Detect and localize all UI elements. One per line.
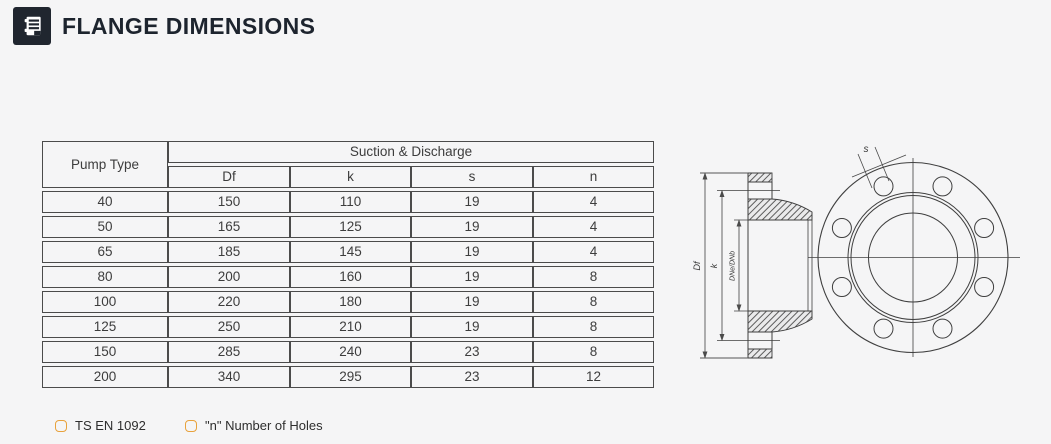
page-header: FLANGE DIMENSIONS	[13, 7, 315, 45]
cell-df: 150	[168, 191, 290, 213]
cell-s: 19	[411, 191, 533, 213]
flange-front-view	[808, 146, 1020, 357]
cell-s: 19	[411, 241, 533, 263]
table-row: 150 285 240 23 8	[42, 341, 654, 363]
catalog-icon	[13, 7, 51, 45]
cell-k: 180	[290, 291, 411, 313]
raised-face-outer-circle	[847, 192, 979, 323]
column-header-k: k	[290, 166, 411, 188]
cell-df: 200	[168, 266, 290, 288]
flange-outer-circle	[817, 161, 1009, 354]
dimension-label-bore: DNe/DNb	[730, 251, 737, 281]
table-header-row-2: Df k s n	[42, 166, 654, 188]
table-row: 100 220 180 19 8	[42, 291, 654, 313]
cell-s: 19	[411, 316, 533, 338]
bore-circle	[868, 212, 958, 303]
cell-pump-type: 80	[42, 266, 168, 288]
dimension-label-k: k	[709, 263, 719, 268]
cell-n: 12	[533, 366, 654, 388]
cell-pump-type: 100	[42, 291, 168, 313]
cell-s: 19	[411, 266, 533, 288]
cell-pump-type: 50	[42, 216, 168, 238]
table-row: 125 250 210 19 8	[42, 316, 654, 338]
flange-section-view: Df k DNe/DNb	[692, 172, 813, 359]
bolt-hole	[873, 318, 894, 339]
table-header-row-1: Pump Type Suction & Discharge	[42, 141, 654, 188]
bolt-hole	[974, 218, 995, 238]
cell-df: 285	[168, 341, 290, 363]
table-row: 80 200 160 19 8	[42, 266, 654, 288]
table-row: 65 185 145 19 4	[42, 241, 654, 263]
orange-bullet-icon	[55, 419, 67, 432]
cell-pump-type: 65	[42, 241, 168, 263]
cell-k: 210	[290, 316, 411, 338]
cell-df: 220	[168, 291, 290, 313]
cell-pump-type: 200	[42, 366, 168, 388]
column-header-pump-type: Pump Type	[42, 141, 168, 188]
legend-label: "n" Number of Holes	[205, 418, 323, 433]
raised-face-inner-circle	[850, 195, 976, 320]
hole-diameter-callout	[851, 146, 907, 189]
cell-s: 19	[411, 216, 533, 238]
dimension-label-df: Df	[692, 260, 702, 270]
group-header-suction-discharge: Suction & Discharge	[168, 141, 654, 163]
cell-s: 23	[411, 366, 533, 388]
bolt-hole	[873, 176, 894, 197]
cell-df: 340	[168, 366, 290, 388]
table-row: 50 165 125 19 4	[42, 216, 654, 238]
column-header-n: n	[533, 166, 654, 188]
cell-k: 295	[290, 366, 411, 388]
cell-n: 8	[533, 291, 654, 313]
notebook-icon	[24, 16, 41, 36]
cell-df: 165	[168, 216, 290, 238]
cell-pump-type: 125	[42, 316, 168, 338]
cell-df: 185	[168, 241, 290, 263]
flange-dimensions-table: Pump Type Suction & Discharge Df k s n 4…	[42, 138, 654, 391]
table-row: 40 150 110 19 4	[42, 191, 654, 213]
cell-s: 23	[411, 341, 533, 363]
legend-item-holes-note: "n" Number of Holes	[185, 418, 323, 433]
dimension-lines	[700, 172, 748, 359]
cell-k: 240	[290, 341, 411, 363]
bolt-hole	[932, 318, 953, 339]
legend-item-standard: TS EN 1092	[55, 418, 146, 433]
bolt-hole	[932, 176, 953, 197]
page-title: FLANGE DIMENSIONS	[62, 12, 316, 39]
cell-n: 8	[533, 341, 654, 363]
cell-n: 4	[533, 241, 654, 263]
cell-s: 19	[411, 291, 533, 313]
flange-technical-drawing: Df k DNe/DNb s	[692, 144, 1020, 359]
bolt-holes	[831, 176, 995, 339]
cell-pump-type: 40	[42, 191, 168, 213]
cell-k: 125	[290, 216, 411, 238]
cell-k: 145	[290, 241, 411, 263]
table-row: 200 340 295 23 12	[42, 366, 654, 388]
cell-df: 250	[168, 316, 290, 338]
dimension-label-s: s	[864, 144, 869, 155]
cell-k: 160	[290, 266, 411, 288]
cell-n: 8	[533, 316, 654, 338]
cell-n: 4	[533, 191, 654, 213]
bolt-hole	[831, 218, 852, 238]
bolt-hole	[831, 277, 852, 297]
cell-k: 110	[290, 191, 411, 213]
column-header-s: s	[411, 166, 533, 188]
column-header-df: Df	[168, 166, 290, 188]
bolt-hole	[974, 277, 995, 297]
cell-n: 4	[533, 216, 654, 238]
cell-n: 8	[533, 266, 654, 288]
legend-label: TS EN 1092	[75, 418, 146, 433]
orange-bullet-icon	[185, 419, 197, 432]
cell-pump-type: 150	[42, 341, 168, 363]
